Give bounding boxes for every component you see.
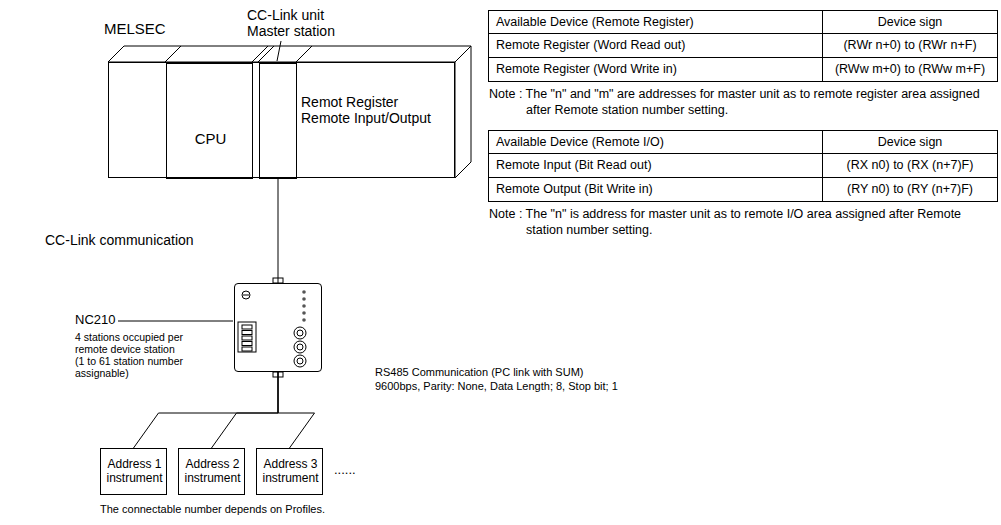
table-note: Note : The "n" and "m" are addresses for… [489,86,995,118]
plc-rack: MELSECCPUCC-Link unit Master stationRemo… [108,62,455,178]
footnote: The connectable number depends on Profil… [100,503,325,516]
module-callout: CC-Link unit Master station [247,7,347,39]
cc-link-line [278,179,279,283]
table-cell: (RWw m+0) to (RWw m+F) [823,58,997,81]
table-cell: Device sign [823,131,997,153]
table-cell: Remote Input (Bit Read out) [489,154,822,177]
table-cell: (RX n0) to (RX (n+7)F) [823,154,997,177]
station-title: MELSEC [104,20,166,37]
nc210-device: NC2104 stations occupied per remote devi… [234,283,322,372]
rs485-line [134,372,279,448]
table-note: Note : The "n" is address for master uni… [489,206,995,238]
device-name: NC210 [75,313,115,328]
instrument-box: Address 1 instrument [100,448,167,495]
instrument-label: Address 3 instrument [261,458,320,486]
module-edge [296,46,312,62]
rs485-line [212,372,279,448]
table-cell: Remote Register (Word Read out) [489,34,822,57]
table-cell: Available Device (Remote Register) [489,11,822,33]
device-note: 4 stations occupied per remote device st… [75,331,186,379]
rack-top-face [108,46,471,62]
round-connectors [294,327,306,367]
nc210-device-details [238,278,306,377]
bus-spec: 9600bps, Parity: None, Data Length; 8, S… [375,380,618,393]
table-cell: Device sign [823,11,997,33]
module-label: CPU [171,130,250,147]
cc-link-master-module: CC-Link unit Master stationRemot Registe… [259,63,297,179]
screw [242,291,250,299]
table-cell: (RWr n+0) to (RWr n+F) [823,34,997,57]
bus-spec: RS485 Communication (PC link with SUM) [375,366,583,379]
instrument-box: Address 3 instrument [256,448,323,495]
module-function: Remot Register Remote Input/Output [301,94,443,126]
terminal-block [238,322,256,352]
instrument-box: Address 2 instrument [178,448,245,495]
led-column [302,290,306,322]
instrument-label: Address 1 instrument [105,458,164,486]
terminal-screws [242,325,252,351]
screw-slot [243,295,249,296]
table-cell: (RY n0) to (RY (n+7)F) [823,178,997,201]
leader-line [118,321,233,322]
table-grid [489,11,998,202]
cpu-module: CPU [166,63,253,179]
continuation-dots: ...... [334,462,356,478]
connection-label: CC-Link communication [45,232,194,249]
table-cell: Remote Output (Bit Write in) [489,178,822,201]
table-cell: Remote Register (Word Write in) [489,58,822,81]
instrument-label: Address 2 instrument [183,458,242,486]
module-edge [165,46,181,62]
table-cell: Available Device (Remote I/O) [489,131,822,153]
rs485-line [278,372,315,448]
plc-rack-body [108,46,471,178]
module-edge [258,46,274,62]
rack-side-face [455,46,471,178]
leader-line [277,41,281,61]
